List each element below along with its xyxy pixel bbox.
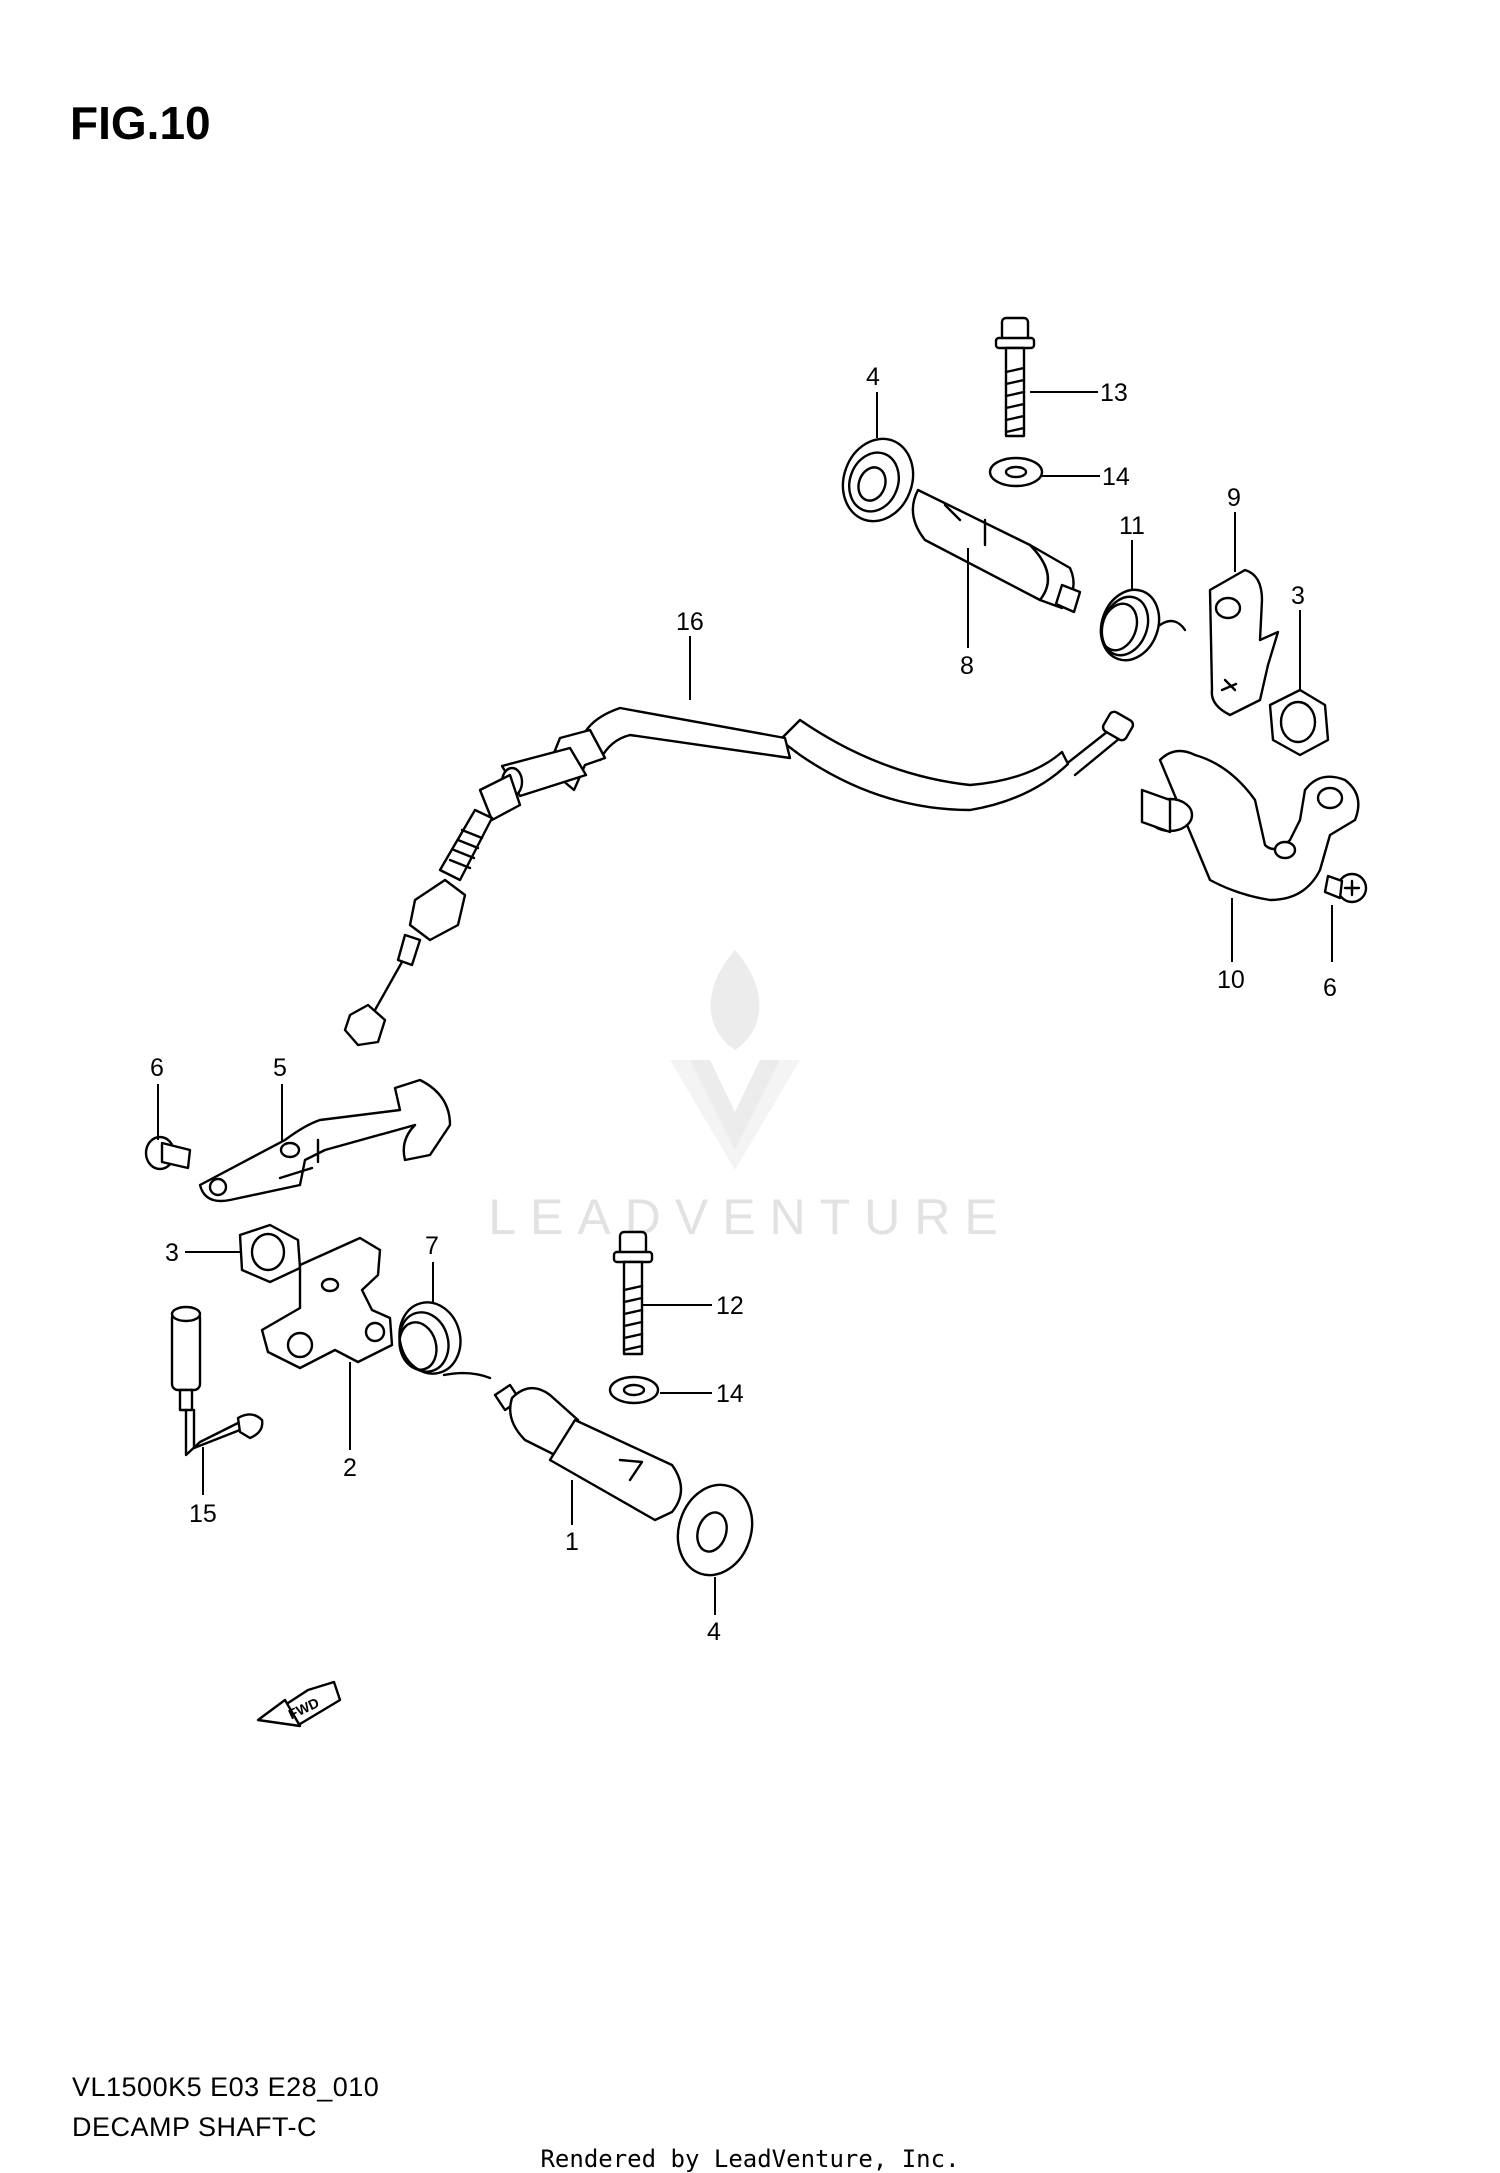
callout-label: 10 xyxy=(1217,966,1245,994)
bearing-4-lower xyxy=(676,1483,754,1577)
spring-7 xyxy=(398,1301,492,1380)
callout-label: 4 xyxy=(866,363,880,391)
lever-2 xyxy=(260,1236,394,1370)
figure-title: FIG.10 xyxy=(70,97,211,149)
spring-11 xyxy=(1099,588,1187,662)
fwd-arrow-icon: FWD xyxy=(256,1680,342,1728)
callout-label: 3 xyxy=(165,1239,179,1267)
callout-label: 13 xyxy=(1100,379,1128,407)
footer-credit: Rendered by LeadVenture, Inc. xyxy=(540,2145,960,2173)
bracket-5 xyxy=(198,1078,452,1203)
washer-14-lower xyxy=(608,1375,660,1405)
washer-14-top xyxy=(988,456,1044,488)
callout-label: 6 xyxy=(150,1054,164,1082)
callout-label: 7 xyxy=(425,1232,439,1260)
watermark-text: LEADVENTURE xyxy=(488,1189,1012,1245)
callout-label: 1 xyxy=(565,1528,579,1556)
callout-labels: 4 13 14 11 9 3 8 16 10 6 6 5 3 7 12 14 2… xyxy=(150,363,1337,1646)
callout-label: 14 xyxy=(1102,463,1130,491)
lever-9 xyxy=(1208,568,1280,717)
nut-3-top xyxy=(1268,688,1330,757)
nut-3-lower xyxy=(238,1223,302,1284)
callout-label: 5 xyxy=(273,1054,287,1082)
callout-label: 12 xyxy=(716,1292,744,1320)
callout-label: 15 xyxy=(189,1500,217,1528)
leader-lines xyxy=(157,391,1333,1615)
shaft-8 xyxy=(911,488,1082,614)
screw-6-left xyxy=(144,1135,192,1171)
bearing-4-top xyxy=(841,437,915,523)
callout-label: 3 xyxy=(1291,582,1305,610)
callout-label: 8 xyxy=(960,652,974,680)
callout-label: 11 xyxy=(1119,512,1145,540)
callout-label: 16 xyxy=(676,608,704,636)
callout-label: 2 xyxy=(343,1454,357,1482)
arm-10 xyxy=(1140,749,1360,902)
model-code: VL1500K5 E03 E28_010 xyxy=(72,2072,380,2102)
callout-label: 14 xyxy=(716,1380,744,1408)
shaft-1 xyxy=(493,1383,683,1522)
watermark-logo xyxy=(670,950,800,1170)
figure-name: DECAMP SHAFT-C xyxy=(72,2112,318,2142)
bolt-12 xyxy=(612,1230,654,1356)
callout-label: 4 xyxy=(707,1618,721,1646)
callout-label: 6 xyxy=(1323,974,1337,1002)
screw-6-right xyxy=(1323,872,1368,904)
callout-label: 9 xyxy=(1227,484,1241,512)
sensor-15 xyxy=(170,1305,264,1457)
bolt-13 xyxy=(994,316,1036,438)
cable-16 xyxy=(343,706,1135,1047)
